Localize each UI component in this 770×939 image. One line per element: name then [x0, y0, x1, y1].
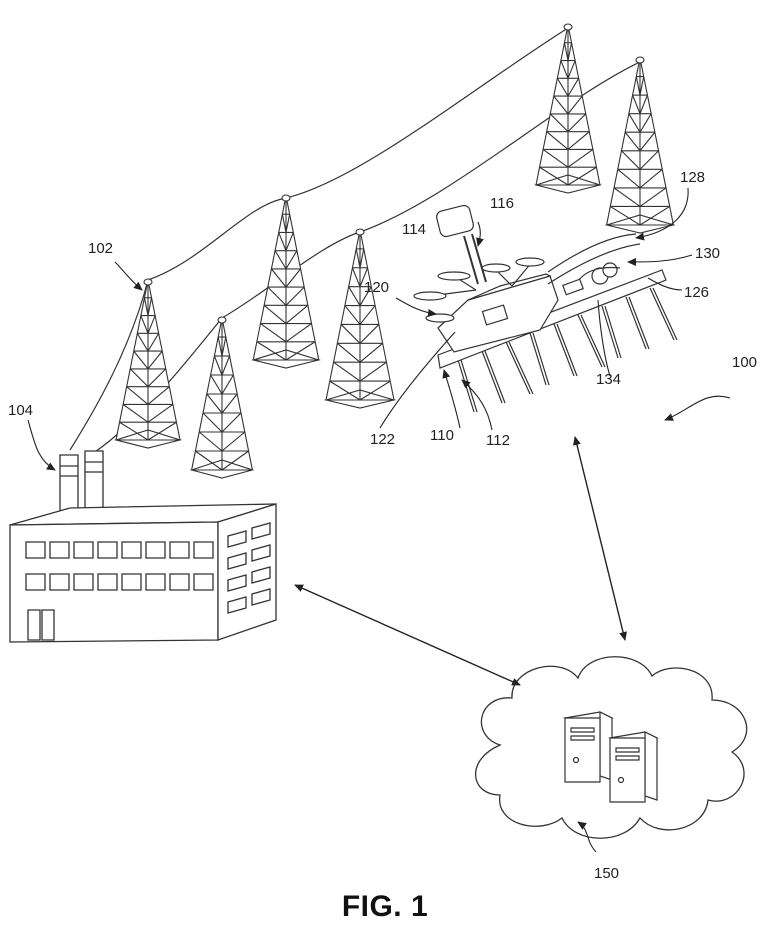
communication-arrows — [294, 436, 627, 685]
label-128: 128 — [680, 169, 706, 186]
tower — [326, 229, 394, 408]
label-126: 126 — [684, 284, 710, 301]
tower — [116, 279, 180, 448]
power-plant-building — [10, 451, 276, 642]
tower — [253, 195, 319, 368]
label-116: 116 — [490, 195, 514, 212]
label-112: 112 — [486, 432, 510, 449]
leader-lines — [28, 188, 730, 852]
tower — [607, 57, 674, 233]
label-104: 104 — [8, 402, 34, 419]
label-130: 130 — [695, 245, 721, 262]
transmission-towers — [116, 24, 673, 478]
server-icons — [565, 712, 657, 802]
label-122: 122 — [370, 431, 396, 448]
label-110: 110 — [430, 427, 454, 444]
label-114: 114 — [402, 221, 426, 238]
label-102: 102 — [88, 240, 114, 257]
tower — [536, 24, 600, 193]
tower — [192, 317, 253, 478]
label-100: 100 — [732, 354, 758, 371]
power-line-robot — [414, 204, 677, 412]
figure-caption: FIG. 1 — [341, 890, 429, 923]
label-134: 134 — [596, 371, 622, 388]
label-120: 120 — [364, 279, 390, 296]
label-150: 150 — [594, 865, 620, 882]
